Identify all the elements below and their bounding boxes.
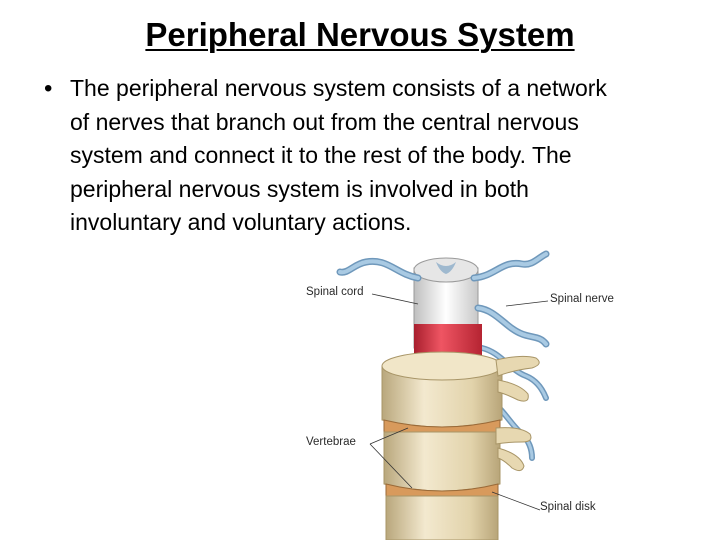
spine-drawing bbox=[336, 250, 550, 540]
label-spinal-nerve: Spinal nerve bbox=[550, 293, 614, 305]
bullet-line: The peripheral nervous system consists o… bbox=[70, 75, 607, 101]
bullet-paragraph: • The peripheral nervous system consists… bbox=[44, 72, 684, 240]
bullet-line: peripheral nervous system is involved in… bbox=[70, 175, 529, 202]
bullet-line: of nerves that branch out from the centr… bbox=[70, 108, 579, 135]
bullet-text: The peripheral nervous system consists o… bbox=[70, 72, 684, 240]
bullet-line: system and connect it to the rest of the… bbox=[70, 142, 572, 168]
label-spinal-cord: Spinal cord bbox=[306, 286, 364, 298]
slide-title: Peripheral Nervous System bbox=[145, 16, 575, 53]
label-spinal-disk: Spinal disk bbox=[540, 501, 596, 513]
leader-lines bbox=[369, 293, 549, 511]
spine-illustration: Spinal cord Spinal nerve Vertebrae Spina… bbox=[296, 248, 636, 540]
bullet-line: involuntary and voluntary actions. bbox=[70, 209, 412, 235]
bullet-marker: • bbox=[44, 75, 53, 102]
label-vertebrae: Vertebrae bbox=[306, 436, 356, 448]
